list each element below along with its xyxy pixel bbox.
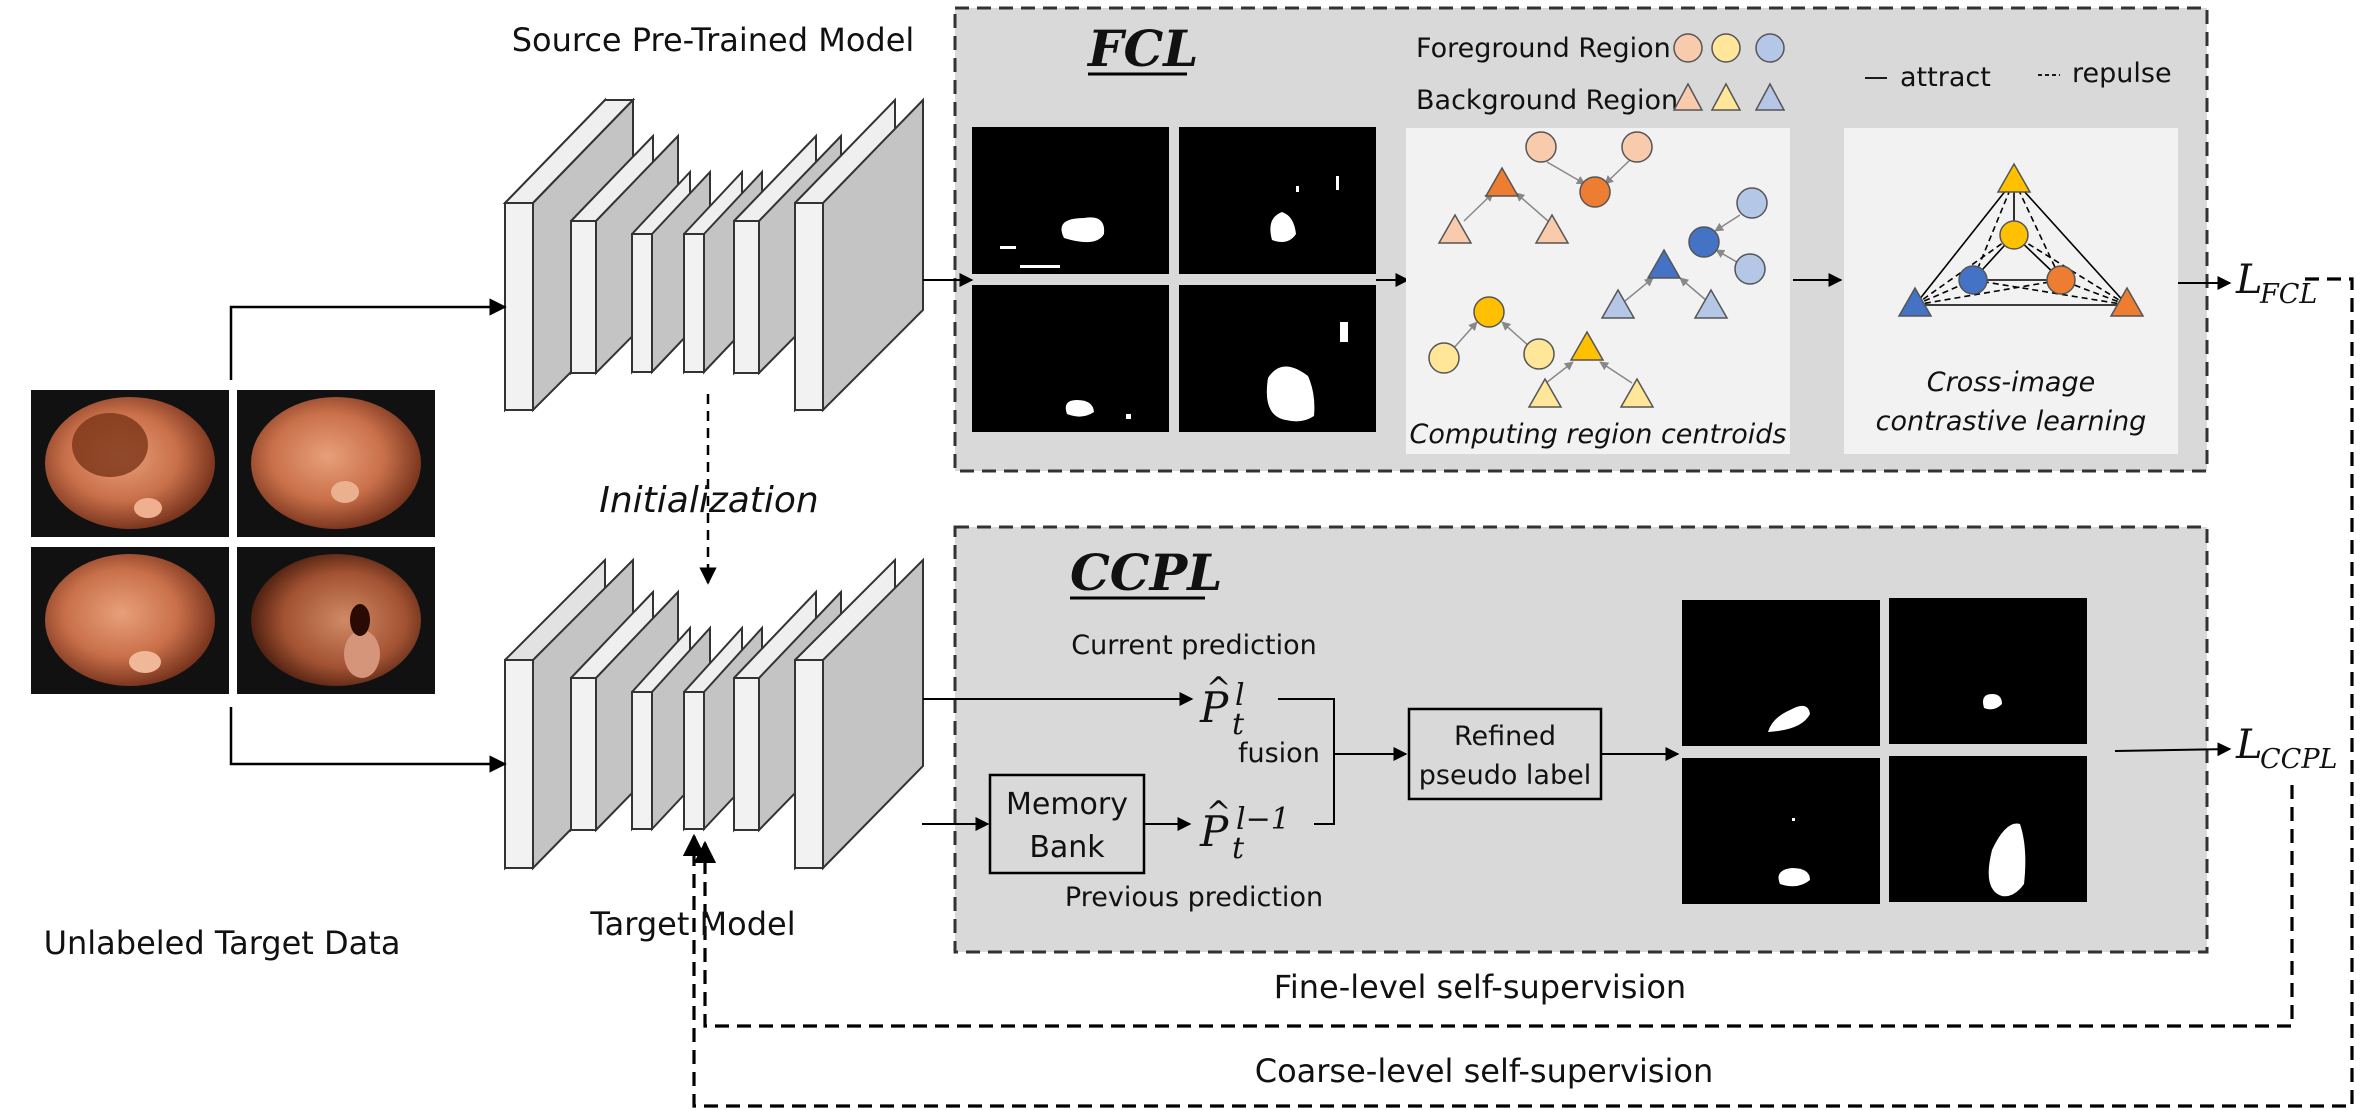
previous-prediction-symbol: P ^ t l−1 [1199, 795, 1290, 866]
centroids-caption: Computing region centroids [1410, 419, 1787, 450]
contrastive-graph [1914, 179, 2128, 306]
ccpl-mask-grid [1682, 598, 2087, 904]
unlabeled-data-label: Unlabeled Target Data [44, 924, 401, 962]
foreground-circle-light-yellow [1711, 33, 1741, 63]
background-label: Background Region [1416, 85, 1678, 116]
foreground-circle-light-blue [1755, 33, 1785, 63]
svg-text:P: P [1199, 807, 1229, 856]
fusion-label: fusion [1238, 738, 1320, 769]
svg-text:t: t [1232, 831, 1245, 866]
coarse-level-loop [682, 277, 2354, 1108]
foreground-circle-light-orange [1673, 33, 1703, 63]
loss-fcl: L FCL [2235, 257, 2317, 310]
svg-text:l−1: l−1 [1236, 802, 1290, 837]
fusion-bracket [1278, 698, 1335, 825]
refined-label-1: Refined [1454, 721, 1556, 752]
input-arrows [229, 298, 717, 773]
memory-label-1: Memory [1006, 787, 1128, 822]
cross-image-caption-1: Cross-image [1927, 367, 2095, 398]
background-triangle-light-yellow [1710, 82, 1742, 111]
background-triangle-light-orange [1672, 82, 1704, 111]
source-model-network [502, 97, 924, 413]
svg-text:P: P [1199, 683, 1229, 732]
memory-label-2: Bank [1029, 830, 1105, 865]
unlabeled-images-grid [31, 390, 435, 694]
svg-text:L: L [2235, 257, 2263, 303]
fcl-mask-grid [972, 127, 1376, 432]
fine-level-loop [693, 785, 2294, 1028]
background-triangle-light-blue [1754, 82, 1786, 111]
current-prediction-symbol: P ^ t l [1199, 671, 1245, 742]
refined-label-2: pseudo label [1419, 760, 1591, 791]
coarse-level-label: Coarse-level self-supervision [1255, 1052, 1714, 1090]
svg-text:L: L [2235, 722, 2263, 768]
foreground-label: Foreground Region [1416, 33, 1671, 64]
ccpl-title: CCPL [1070, 543, 1222, 602]
svg-text:^: ^ [1206, 795, 1231, 830]
fcl-title: FCL [1086, 19, 1198, 78]
repulse-label: repulse [2072, 58, 2172, 89]
current-prediction-label: Current prediction [1071, 630, 1316, 661]
svg-text:FCL: FCL [2259, 279, 2317, 310]
svg-text:l: l [1235, 678, 1245, 713]
arrow-to-lccpl [2114, 742, 2232, 757]
svg-text:t: t [1232, 707, 1245, 742]
loss-ccpl: L CCPL [2235, 722, 2337, 775]
cross-image-caption-2: contrastive learning [1876, 406, 2147, 437]
svg-text:^: ^ [1206, 671, 1231, 706]
source-model-label: Source Pre-Trained Model [512, 21, 915, 59]
attract-label: attract [1900, 62, 1991, 93]
initialization-label: Initialization [599, 480, 819, 521]
target-model-label: Target Model [589, 905, 795, 943]
fine-level-label: Fine-level self-supervision [1274, 968, 1686, 1006]
memory-bank-box [988, 773, 1146, 875]
svg-text:CCPL: CCPL [2260, 744, 2337, 775]
previous-prediction-label: Previous prediction [1065, 882, 1323, 913]
target-model-network [504, 557, 924, 871]
